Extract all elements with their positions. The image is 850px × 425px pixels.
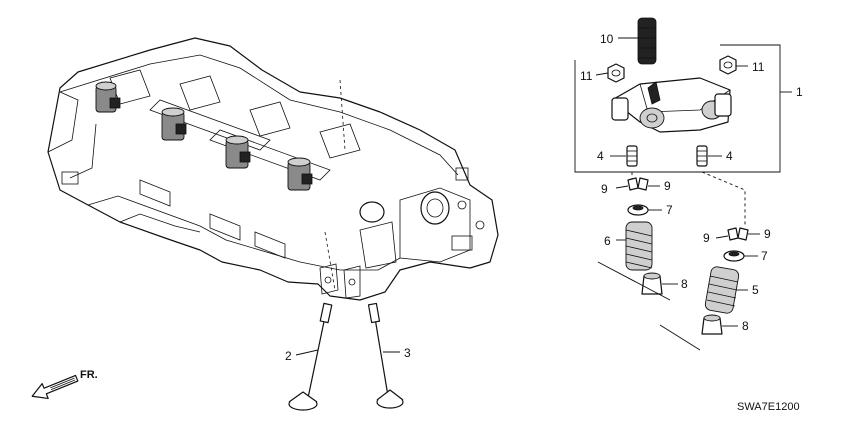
callout-11-right: 11 [752,60,765,74]
spark-plug-tubes [95,81,313,191]
diagram-code: SWA7E1200 [737,401,800,413]
valve-cotter-right-stack [727,227,749,241]
callout-7-right: 7 [761,249,768,263]
exhaust-valve [367,302,404,409]
rocker-arm [611,77,732,133]
spark-plug-tube-3 [225,135,251,169]
spark-plug-tube-2 [161,107,187,141]
callout-1: 1 [796,85,803,99]
axis-line-right [701,171,746,226]
intake-valve [288,302,333,411]
callout-4-right: 4 [726,149,733,163]
front-direction-arrow-icon [31,374,79,400]
callout-9-left-a: 9 [601,182,608,196]
adjusting-screw-right [696,145,708,167]
callout-6: 6 [604,234,611,248]
cylinder-head [47,37,499,301]
callout-9-right-a: 9 [703,231,710,245]
spark-plug-tube-seal [637,17,657,65]
callout-4-left: 4 [597,149,604,163]
spark-plug-tube-4 [287,157,313,191]
valve-spring-right-stack [704,266,740,314]
lock-nut-right [719,55,737,75]
lock-nut-left [607,63,625,83]
spring-retainer-left-stack [627,204,649,216]
callout-11-left: 11 [580,69,593,83]
callout-5: 5 [752,283,759,297]
bracket-left-stack [597,261,671,301]
callout-8-left: 8 [681,277,688,291]
leader-lines [295,37,760,356]
spark-plug-tube-1 [95,81,121,113]
valve-spring-left-stack [625,221,653,271]
callout-10: 10 [600,32,614,46]
bracket-right-stack [659,324,701,351]
callout-3: 3 [404,346,411,360]
callout-2: 2 [285,349,292,363]
stem-seal-right-stack [701,314,723,335]
callout-9-right-b: 9 [764,227,771,241]
callout-9-left-b: 9 [664,179,671,193]
spring-retainer-right-stack [723,250,745,262]
adjusting-screw-left [626,145,638,167]
stem-seal-left-stack [641,272,663,295]
front-direction-label: FR. [80,369,98,381]
valve-cotter-left-stack [627,177,649,191]
assembly-bracket [574,44,781,173]
callout-7-left: 7 [666,203,673,217]
callout-8-right: 8 [742,319,749,333]
